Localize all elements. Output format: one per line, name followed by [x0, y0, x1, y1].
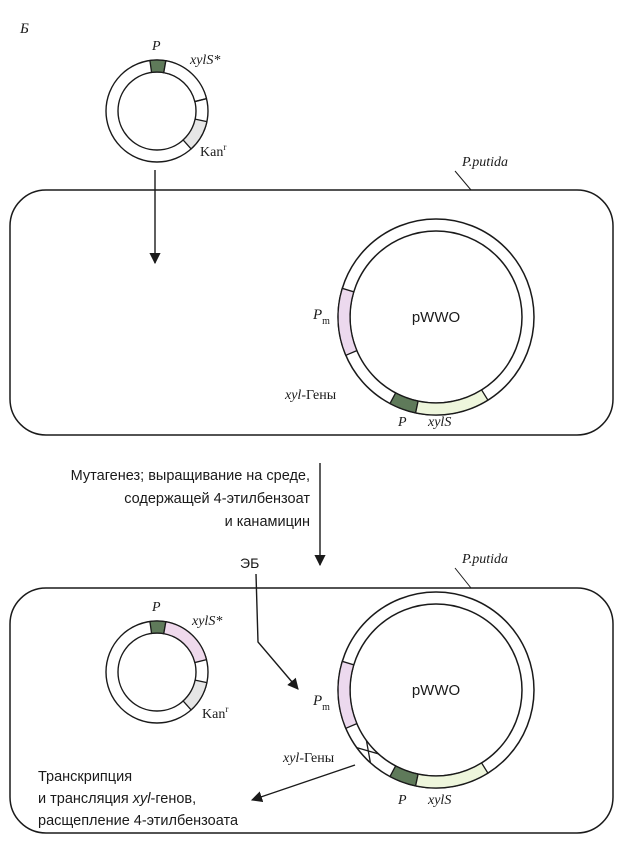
bottom-pwwo-xyls-label: xylS — [427, 793, 451, 808]
kan-segment — [182, 118, 208, 150]
result-line3: расщепление 4-этилбензоата — [38, 813, 239, 829]
recombination-cross — [356, 740, 379, 763]
segment-boundary — [194, 98, 207, 103]
bottom-xyl-genes-label: xyl-Гены — [282, 751, 335, 766]
top-promoter-label: P — [151, 39, 161, 54]
top-kan-label: Kanr — [200, 142, 226, 160]
bottom-promoter-label: P — [151, 600, 161, 615]
promoter-segment — [389, 765, 419, 787]
eb-label: ЭБ — [240, 555, 259, 571]
top-cell-label: P.putida — [461, 155, 508, 170]
result-line1: Транскрипция — [38, 769, 132, 785]
bottom-small-plasmid — [105, 620, 209, 724]
top-pwwo-plasmid — [337, 218, 535, 416]
top-pwwo-xyls-label: xylS — [427, 415, 451, 430]
top-xyls-star-label: xylS* — [189, 53, 220, 68]
step-text-line2: содержащей 4-этилбензоат — [124, 491, 310, 507]
kan-segment — [182, 679, 208, 711]
bottom-kan-label: Kanr — [202, 704, 228, 722]
result-line2: и трансляция xyl-генов, — [38, 791, 196, 807]
pm-segment — [337, 287, 358, 357]
top-pm-label: Pm — [312, 307, 330, 327]
bottom-pwwo-promoter-label: P — [397, 793, 407, 808]
top-xyl-genes-label: xyl-Гены — [284, 388, 337, 403]
bottom-cell-outline — [9, 587, 614, 834]
top-cell-leader — [454, 170, 472, 191]
xyls-segment — [414, 389, 489, 416]
top-small-plasmid — [105, 59, 209, 163]
step-text-line3: и канамицин — [225, 514, 310, 530]
bottom-xyls-star-label: xylS* — [191, 614, 222, 629]
xyls-star-segment — [163, 621, 208, 664]
eb-arrow — [255, 573, 299, 690]
result-arrow — [250, 764, 356, 803]
bottom-pm-label: Pm — [312, 693, 330, 713]
promoter-segment — [389, 392, 419, 414]
xyls-segment — [414, 762, 489, 789]
bottom-cell-label: P.putida — [461, 552, 508, 567]
top-cell-outline — [9, 189, 614, 436]
bottom-pwwo-plasmid — [337, 591, 535, 789]
bottom-pwwo-name: pWWO — [412, 682, 460, 699]
bottom-cell-leader — [454, 567, 472, 589]
top-pwwo-promoter-label: P — [397, 415, 407, 430]
pm-segment — [337, 660, 358, 730]
top-pwwo-name: pWWO — [412, 309, 460, 326]
panel-label: Б — [19, 21, 29, 37]
step-text-line1: Мутагенез; выращивание на среде, — [71, 468, 310, 484]
